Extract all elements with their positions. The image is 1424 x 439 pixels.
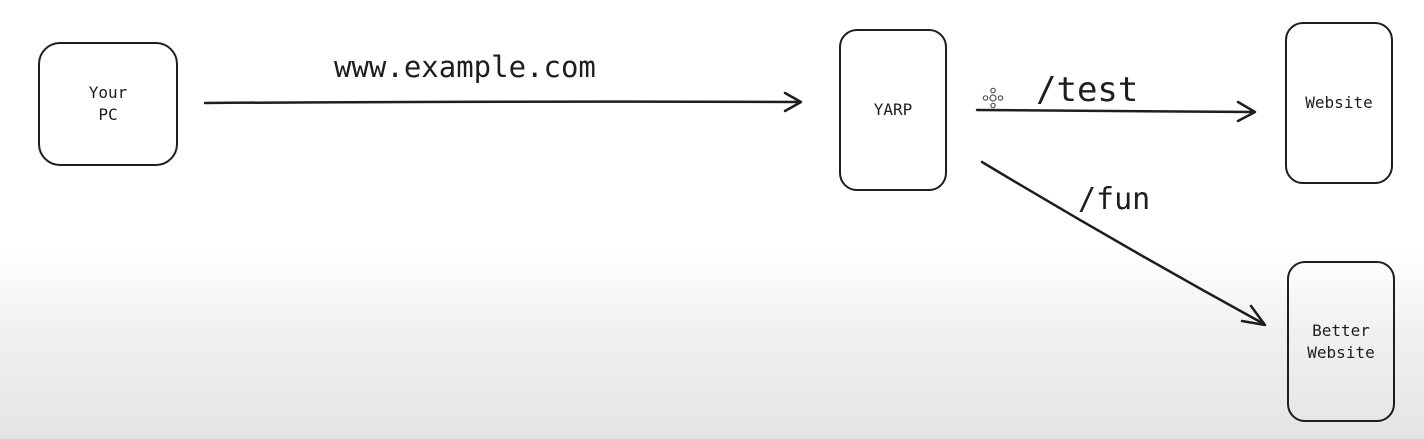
- edge-yarp-to-better[interactable]: [980, 160, 1266, 326]
- node-your-pc[interactable]: Your PC: [38, 42, 178, 166]
- node-website[interactable]: Website: [1285, 22, 1393, 184]
- edge-pc-to-yarp[interactable]: [203, 100, 802, 105]
- node-your-pc-label-line-1: Your: [88, 83, 128, 102]
- node-better-website[interactable]: Better Website: [1287, 261, 1395, 422]
- node-better-website-label-line-2: Website: [1307, 342, 1375, 362]
- edge-yarp-to-website[interactable]: [975, 108, 1256, 114]
- node-better-website-label-line-1: Better: [1312, 320, 1370, 340]
- edge-label-fun: /fun: [1078, 182, 1151, 217]
- edge-label-www-example-com: www.example.com: [334, 50, 596, 84]
- arrowhead-yarp-to-better: [1240, 304, 1267, 327]
- move-handle-icon[interactable]: [981, 86, 1005, 110]
- node-yarp[interactable]: YARP: [839, 29, 947, 191]
- edge-label-test: /test: [1036, 70, 1139, 110]
- arrowhead-pc-to-yarp: [783, 91, 803, 113]
- arrowhead-yarp-to-website: [1236, 100, 1257, 123]
- node-website-label: Website: [1305, 93, 1373, 112]
- node-yarp-label: YARP: [873, 100, 913, 119]
- node-your-pc-label-line-2: PC: [98, 105, 118, 124]
